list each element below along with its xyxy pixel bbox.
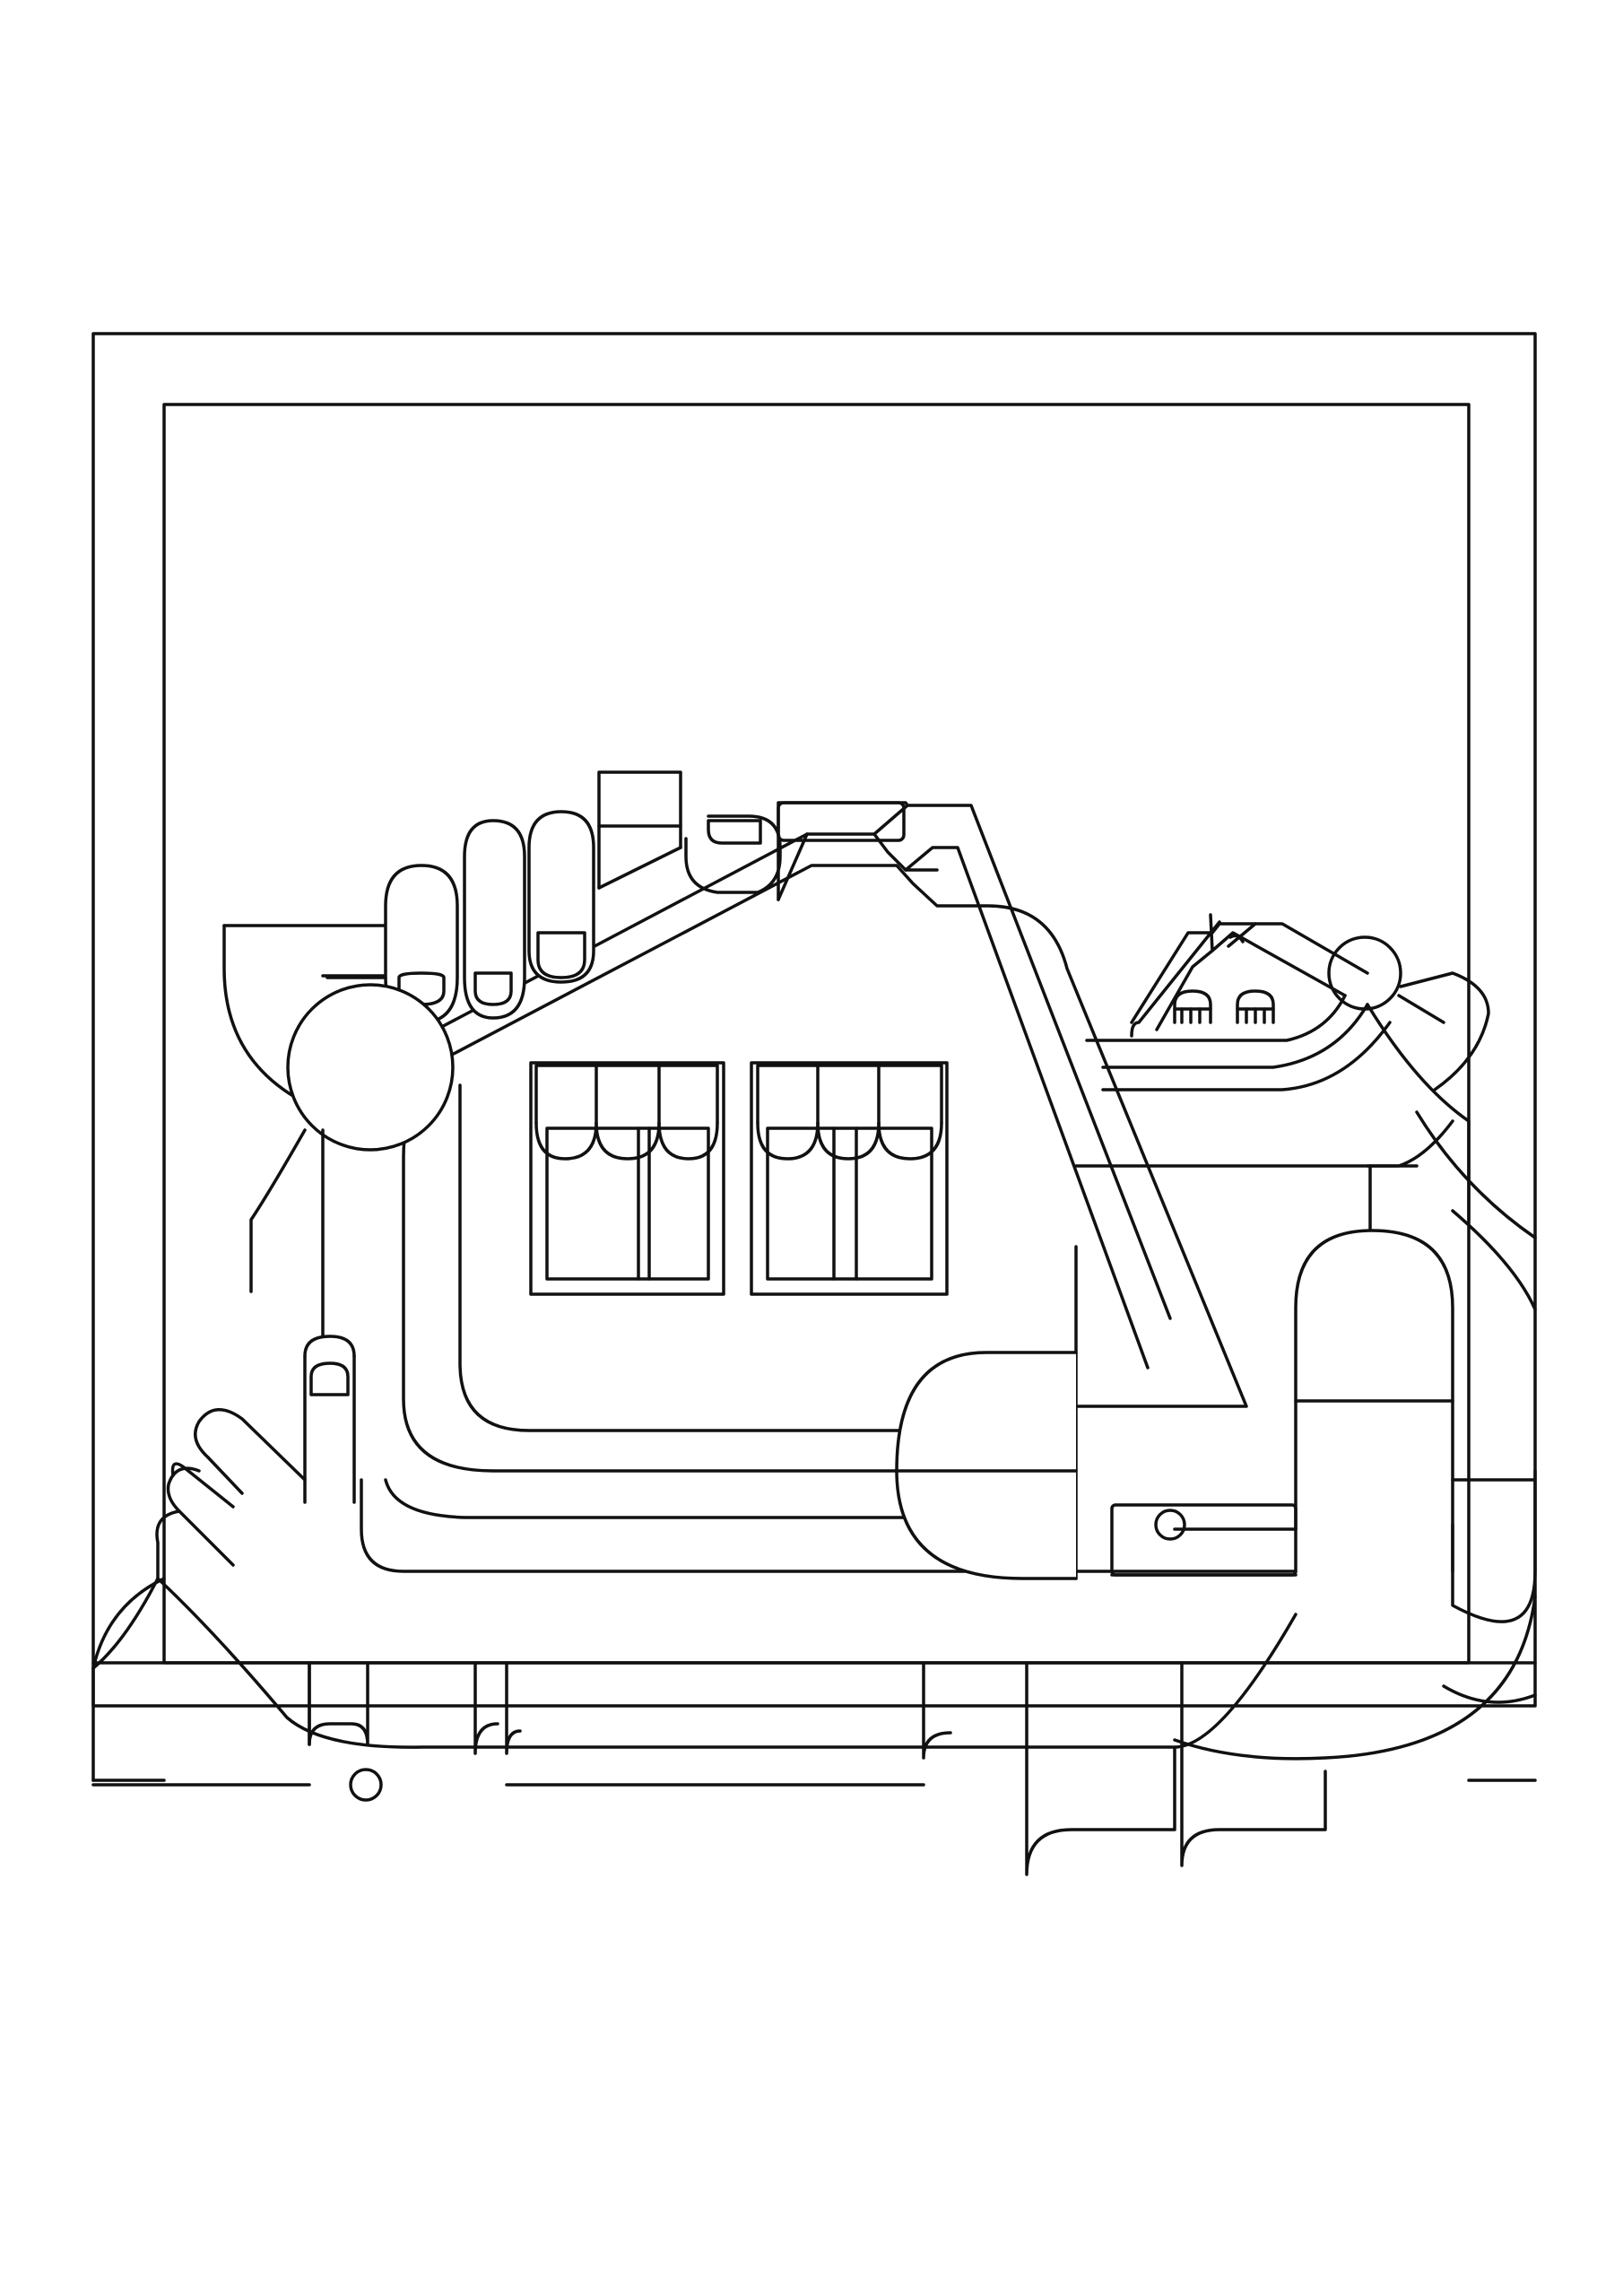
house [402,770,1248,1580]
sleeve-top [1074,1119,1454,1168]
small-house [1085,913,1490,1091]
top-fingers [325,810,595,1024]
right-palm [895,1351,1078,1580]
chimney [597,770,682,828]
right-arm [1110,1110,1537,1761]
window-left [529,1061,725,1296]
bottom-shelf [91,1661,1537,1787]
left-arm-pipe [249,1128,307,1293]
right-drape [1366,1003,1471,1222]
background-pipes [308,1478,1537,1876]
left-forearm [91,1478,1298,1782]
outer-frame [91,332,1537,1708]
pipe-bolt-left [349,1768,383,1802]
cuff-button-right [1154,1509,1186,1541]
left-hand [155,1335,356,1580]
window-right [750,1061,949,1296]
left-wrist-joint [286,983,455,1152]
